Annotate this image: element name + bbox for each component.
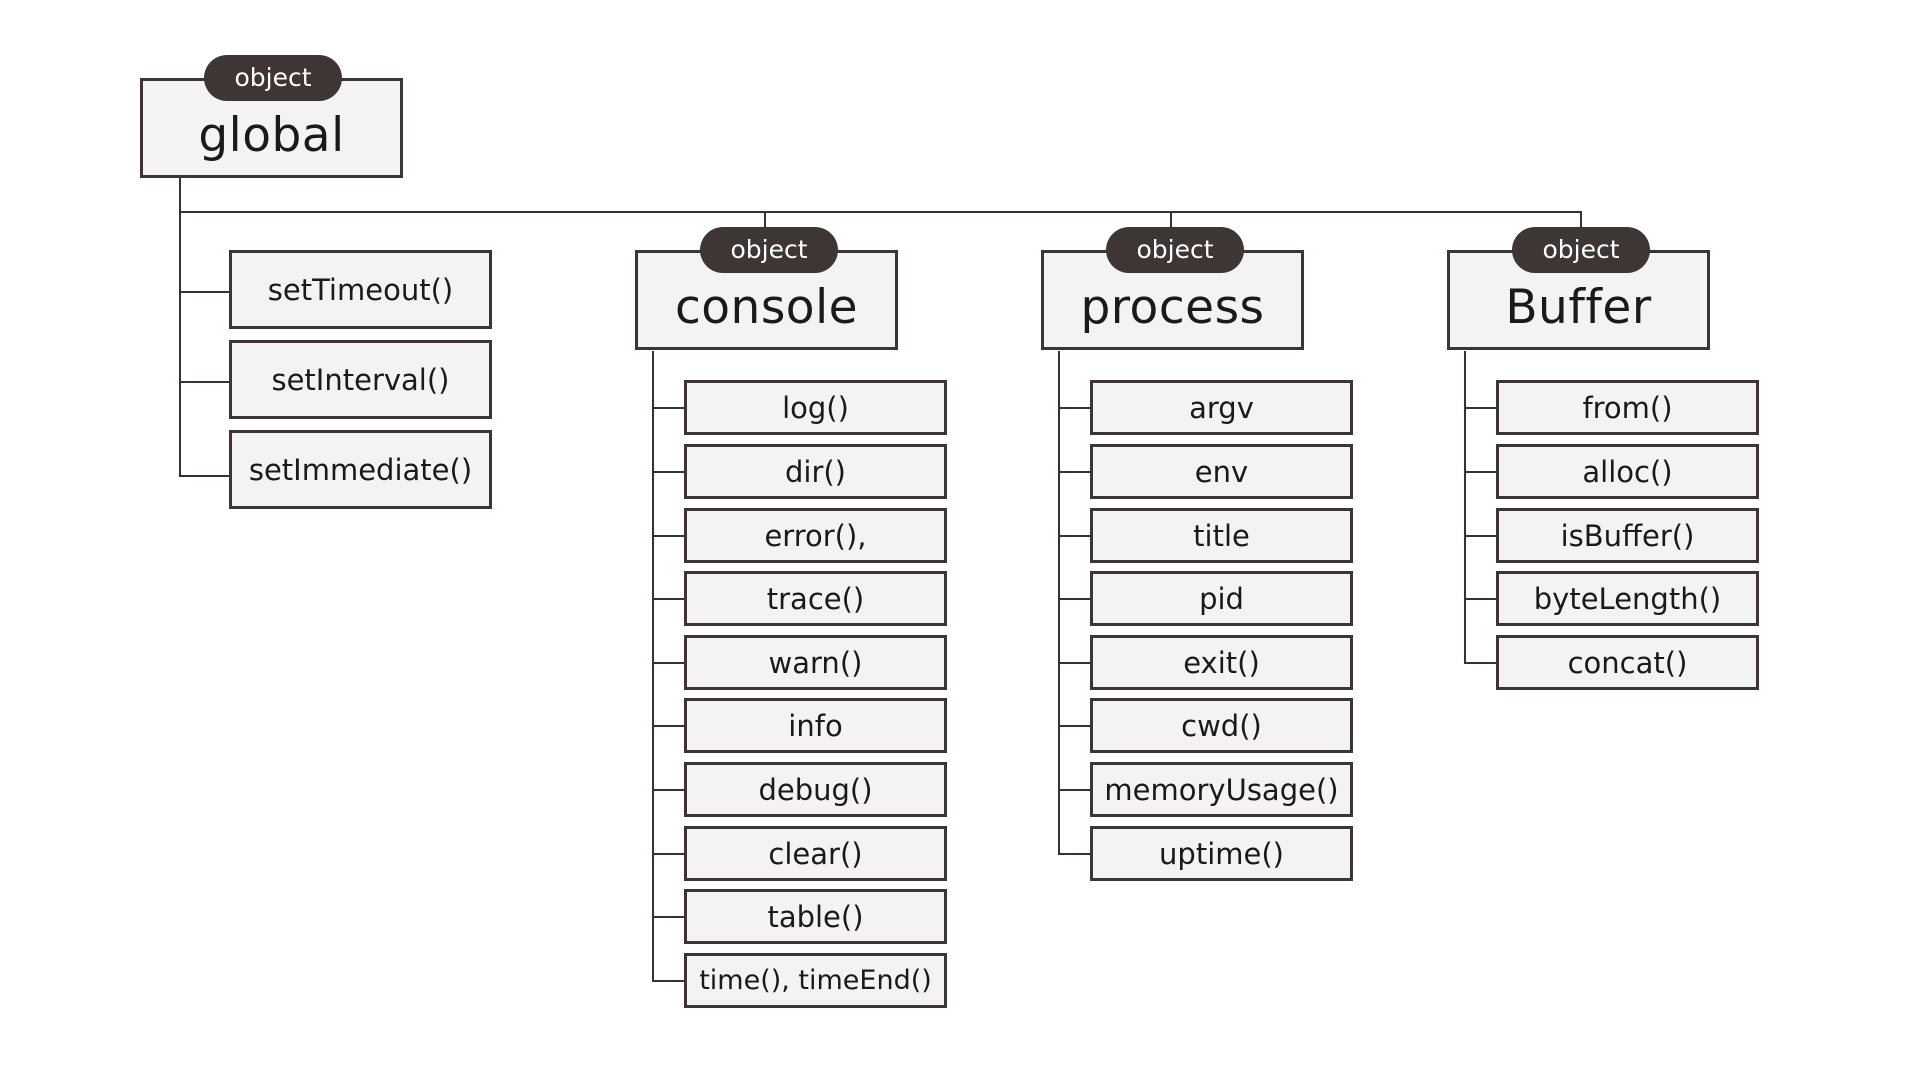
buffer-item-alloc: alloc() (1496, 444, 1759, 499)
buffer-item-concat: concat() (1496, 635, 1759, 690)
console-item-warn: warn() (684, 635, 947, 690)
process-branch-line (1058, 535, 1091, 537)
console-branch-line (652, 853, 685, 855)
process-item-argv: argv (1090, 380, 1353, 435)
global-item-setinterval: setInterval() (229, 340, 492, 419)
process-item-uptime: uptime() (1090, 826, 1353, 881)
buffer-branch-line (1464, 662, 1497, 664)
buffer-item-from: from() (1496, 380, 1759, 435)
console-branch-line (652, 598, 685, 600)
global-object-title: global (198, 107, 345, 163)
global-item-settimeout: setTimeout() (229, 250, 492, 329)
console-item-debug: debug() (684, 762, 947, 817)
process-item-cwd: cwd() (1090, 698, 1353, 753)
console-item-time: time(), timeEnd() (684, 953, 947, 1008)
console-item-log: log() (684, 380, 947, 435)
global-branch-line (179, 291, 230, 293)
console-branch-line (652, 980, 685, 982)
process-item-pid: pid (1090, 571, 1353, 626)
console-branch-line (652, 725, 685, 727)
console-branch-line (652, 535, 685, 537)
console-item-dir: dir() (684, 444, 947, 499)
process-item-memoryusage: memoryUsage() (1090, 762, 1353, 817)
process-object-title: process (1080, 279, 1265, 335)
console-object-badge: object (700, 227, 838, 273)
process-trunk-line (1058, 351, 1060, 855)
process-branch-line (1058, 598, 1091, 600)
buffer-object-title: Buffer (1505, 279, 1652, 335)
console-branch-line (652, 471, 685, 473)
process-branch-line (1058, 662, 1091, 664)
buffer-item-isbuffer: isBuffer() (1496, 508, 1759, 563)
buffer-item-bytelength: byteLength() (1496, 571, 1759, 626)
process-branch-line (1058, 407, 1091, 409)
console-item-error: error(), (684, 508, 947, 563)
console-branch-line (652, 916, 685, 918)
global-item-setimmediate: setImmediate() (229, 430, 492, 509)
global-object-badge: object (204, 55, 342, 101)
process-item-title: title (1090, 508, 1353, 563)
buffer-branch-line (1464, 535, 1497, 537)
global-branch-line (179, 475, 230, 477)
process-item-exit: exit() (1090, 635, 1353, 690)
process-branch-line (1058, 789, 1091, 791)
process-branch-line (1058, 471, 1091, 473)
console-item-clear: clear() (684, 826, 947, 881)
process-branch-line (1058, 853, 1091, 855)
buffer-trunk-line (1464, 351, 1466, 664)
buffer-branch-line (1464, 598, 1497, 600)
console-object-box: console (635, 250, 898, 350)
console-item-info: info (684, 698, 947, 753)
buffer-branch-line (1464, 471, 1497, 473)
console-item-table: table() (684, 889, 947, 944)
process-branch-line (1058, 725, 1091, 727)
console-item-trace: trace() (684, 571, 947, 626)
console-branch-line (652, 789, 685, 791)
console-trunk-line (652, 351, 654, 982)
console-object-title: console (674, 279, 859, 335)
process-object-badge: object (1106, 227, 1244, 273)
global-branch-line (179, 381, 230, 383)
buffer-object-badge: object (1512, 227, 1650, 273)
top-connector-line (179, 211, 1582, 213)
console-branch-line (652, 662, 685, 664)
global-trunk-line (179, 178, 181, 476)
buffer-branch-line (1464, 407, 1497, 409)
console-branch-line (652, 407, 685, 409)
process-item-env: env (1090, 444, 1353, 499)
